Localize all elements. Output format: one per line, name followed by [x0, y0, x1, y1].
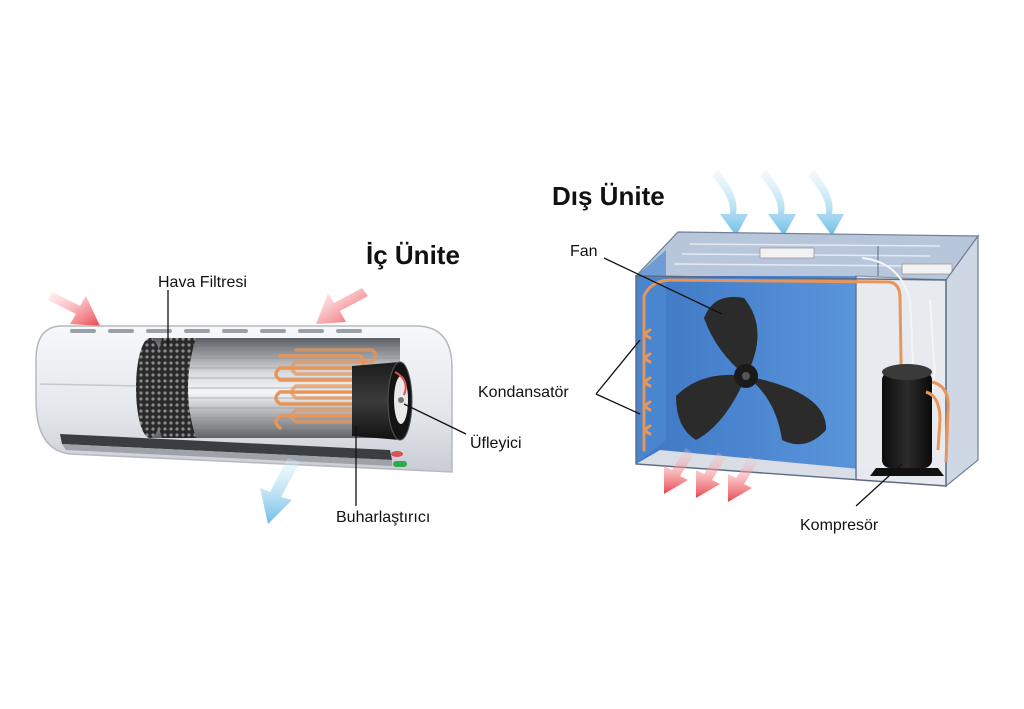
label-evaporator: Buharlaştırıcı [336, 509, 430, 526]
air-filter-mesh [154, 338, 196, 438]
label-condenser: Kondansatör [478, 384, 569, 401]
label-blower: Üfleyici [470, 434, 522, 452]
outdoor-unit [634, 170, 980, 502]
outlet-louver [60, 434, 392, 460]
warm-exhaust-arrow-1 [664, 448, 694, 494]
label-air-filter: Hava Filtresi [158, 274, 247, 291]
warm-exhaust-arrow-2 [696, 452, 726, 498]
fan-blades [676, 296, 827, 445]
warm-air-arrow-left [48, 292, 100, 326]
leader-fan [603, 257, 723, 315]
cool-intake-arrow-1 [712, 170, 748, 236]
cool-intake-arrow-2 [760, 170, 796, 236]
compressor [870, 364, 950, 476]
leader-compressor [855, 463, 903, 507]
indicator-light-red [391, 451, 403, 457]
cool-intake-arrow-3 [808, 170, 844, 236]
outdoor-unit-title: Dış Ünite [552, 181, 665, 211]
cool-air-arrow [260, 458, 300, 524]
top-vents [70, 329, 362, 333]
indicator-light-green [393, 461, 407, 467]
label-fan: Fan [570, 243, 598, 260]
label-compressor: Kompresör [800, 517, 879, 534]
blower-wheel [352, 361, 413, 441]
indoor-unit [35, 288, 453, 524]
housing-seam [39, 383, 141, 387]
warm-air-arrow-right [316, 288, 368, 324]
leader-condenser-1 [595, 339, 641, 395]
indoor-unit-title: İç Ünite [366, 240, 460, 270]
leader-blower [403, 403, 467, 435]
condenser-coil [642, 278, 904, 452]
leader-condenser-2 [595, 393, 641, 415]
warm-exhaust-arrow-3 [728, 456, 758, 502]
cabinet-side [945, 234, 979, 488]
